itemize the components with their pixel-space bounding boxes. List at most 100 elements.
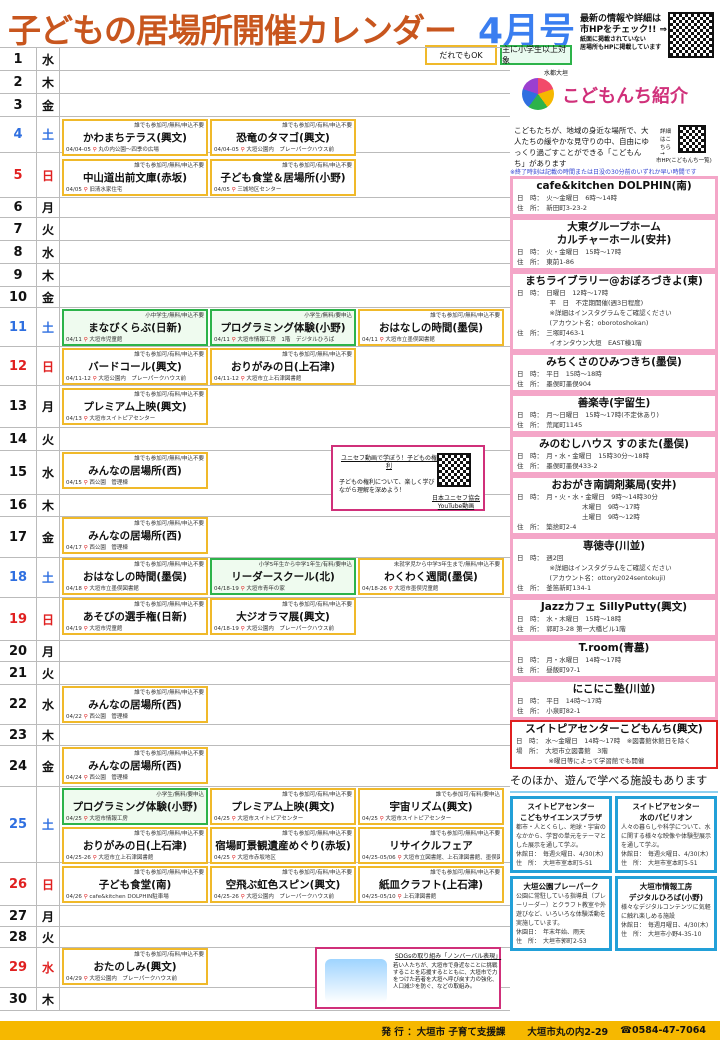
event-title: みんなの居場所(西) xyxy=(88,760,182,772)
weekday: 木 xyxy=(37,264,60,286)
event-card[interactable]: 誰でも参加可/無料/申込不要あそびの選手権(日新)04/19 ⚲ 大垣市児童館 xyxy=(62,598,208,635)
facility-info: 日 時： 水・木曜日 15時～18時 住 所： 郭町3-28 第一大橋ビル1階 xyxy=(517,615,626,633)
event-tag: 誰でも参加可/無料/申込不要 xyxy=(134,521,204,527)
footer: 発 行 ：大垣市 子育て支援課 大垣市丸の内2-29 ☎0584-47-7064 xyxy=(0,1021,720,1040)
event-place: 三城地区センター xyxy=(237,187,282,193)
weekday: 木 xyxy=(37,495,60,516)
event-tag: 誰でも参加可/無料/申込不要 xyxy=(134,751,204,757)
location-pin-icon: ⚲ xyxy=(397,855,402,861)
location-pin-icon: ⚲ xyxy=(397,894,402,900)
sdgs-ad[interactable]: SDGsの取り組み「ノンバーバル表現」 若い人たちが、大垣市で身近なことに挑戦す… xyxy=(315,947,501,1009)
event-date: 04/25-05/06 xyxy=(362,855,396,861)
qr-code-icon[interactable] xyxy=(437,453,471,487)
event-card[interactable]: 誰でも参加可/有料/申込不要プレミアム上映(興文)04/13 ⚲ 大垣市スイトピ… xyxy=(62,388,208,425)
event-card[interactable]: 誰でも参加可/有料/要申込宇宙リズム(興文)04/25 ⚲ 大垣市スイトピアセン… xyxy=(358,788,504,825)
day-number: 2 xyxy=(0,71,37,93)
event-date: 04/05 xyxy=(66,187,82,193)
day-number: 11 xyxy=(0,308,37,346)
event-title: 子ども食堂(南) xyxy=(98,879,172,891)
ad-title[interactable]: ユニセフ動画で学ぼう！子どもの権利 xyxy=(340,455,437,470)
facility-card: おおがき南調剤薬局(安井)日 時： 月・火・水・金曜日 9時～14時30分 木曜… xyxy=(510,475,718,536)
event-card[interactable]: 誰でも参加可/無料/申込不要おはなしの時間(墨俣)04/18 ⚲ 大垣市立墨俣図… xyxy=(62,558,208,595)
event-card[interactable]: 誰でも参加可/無料/申込不要おはなしの時間(墨俣)04/11 ⚲ 大垣市立墨俣図… xyxy=(358,309,504,346)
location-pin-icon: ⚲ xyxy=(83,480,88,486)
event-card[interactable]: 誰でも参加可/無料/申込不要紙皿クラフト(上石津)04/25-05/10 ⚲ 上… xyxy=(358,866,504,903)
event-date: 04/24 xyxy=(66,775,82,781)
event-card[interactable]: 誰でも参加可/無料/申込不要子ども食堂(南)04/26 ⚲ cafe&kitch… xyxy=(62,866,208,903)
facility-info: 日 時： 月・火・水・金曜日 9時～14時30分 木曜日 9時～17時 土曜日 … xyxy=(517,493,658,531)
event-card[interactable]: 小中学生/無料/申込不要まなびくらぶ(日新)04/11 ⚲ 大垣市児童館 xyxy=(62,309,208,346)
event-title: 子ども食堂＆居場所(小野) xyxy=(220,172,346,184)
day-number: 28 xyxy=(0,927,37,947)
ad-title[interactable]: SDGsの取り組み「ノンバーバル表現」 xyxy=(395,953,502,960)
facility-name: 専徳寺(川並) xyxy=(582,540,646,552)
day-number: 15 xyxy=(0,451,37,494)
unicef-ad[interactable]: ユニセフ動画で学ぼう！子どもの権利 子どもの権利について、楽しく学びながら理解を… xyxy=(331,445,485,511)
event-card[interactable]: 誰でも参加可/有料/申込不要空飛ぶ虹色スピン(興文)04/25-26 ⚲ 大垣公… xyxy=(210,866,356,903)
event-card[interactable]: 誰でも参加可/有料/申込不要バードコール(興文)04/11-12 ⚲ 大垣公園内… xyxy=(62,348,208,385)
event-place: 大垣市立墨俣図書館 xyxy=(89,586,139,592)
hp-link[interactable]: 市HPをチェック!! ⇒ xyxy=(580,25,668,35)
event-card[interactable]: 誰でも参加可/無料/申込不要みんなの居場所(西)04/24 ⚲ 西公園 管理棟 xyxy=(62,747,208,784)
event-tag: 誰でも参加可/無料/申込不要 xyxy=(282,352,352,358)
facility-name: 大東グループホーム カルチャーホール(安井) xyxy=(556,221,672,246)
weekday: 火 xyxy=(37,428,60,450)
event-card[interactable]: 小学5年生から中学1年生/有料/要申込リーダースクール(北)04/18-19 ⚲… xyxy=(210,558,356,595)
facility-card: T.room(青墓)日 時： 月・水曜日 14時～17時 住 所： 昼飯町97-… xyxy=(510,638,718,679)
event-card[interactable]: 小学生/無料/要申込プログラミング体験(小野)04/11 ⚲ 大垣市情報工房 1… xyxy=(210,309,356,346)
other-facility-card: 大垣市情報工房 デジタルひろば(小野)様々なデジタルコンテンツに気軽に触れ楽しめ… xyxy=(615,876,717,951)
day-number: 20 xyxy=(0,641,37,661)
event-card[interactable]: 誰でも参加可/無料/申込不要みんなの居場所(西)04/15 ⚲ 西公園 管理棟 xyxy=(62,452,208,489)
event-card[interactable]: 誰でも参加可/無料/申込不要おりがみの日(上石津)04/11-12 ⚲ 大垣市立… xyxy=(210,348,356,385)
day-number: 14 xyxy=(0,428,37,450)
event-place: 大垣市墨俣児童館 xyxy=(394,586,439,592)
event-card[interactable]: 誰でも参加可/無料/申込不要みんなの居場所(西)04/22 ⚲ 西公園 管理棟 xyxy=(62,686,208,723)
event-card[interactable]: 誰でも参加可/無料/申込不要みんなの居場所(西)04/17 ⚲ 西公園 管理棟 xyxy=(62,517,208,554)
event-tag: 誰でも参加可/無料/申込不要 xyxy=(430,870,500,876)
event-card[interactable]: 誰でも参加可/無料/申込不要おりがみの日(上石津)04/25-26 ⚲ 大垣市立… xyxy=(62,827,208,864)
event-place: 旧清水家住宅 xyxy=(89,187,123,193)
event-card[interactable]: 未就学児から中学3年生まで/無料/申込不要わくわく週間(墨俣)04/18-26 … xyxy=(358,558,504,595)
event-meta: 04/15 ⚲ 西公園 管理棟 xyxy=(66,478,204,486)
event-card[interactable]: 小学生/無料/要申込プログラミング体験(小野)04/25 ⚲ 大垣市情報工房 xyxy=(62,788,208,825)
event-title: 宿場町景観遺産めぐり(赤坂) xyxy=(215,840,351,852)
event-meta: 04/22 ⚲ 西公園 管理棟 xyxy=(66,712,204,720)
event-place: 西公園 管理棟 xyxy=(89,775,128,781)
facility-name: T.room(青墓) xyxy=(578,642,650,654)
event-card[interactable]: 誰でも参加可/有料/申込不要子ども食堂＆居場所(小野)04/05 ⚲ 三城地区セ… xyxy=(210,159,356,196)
weekday: 月 xyxy=(37,641,60,661)
legend-elementary: 主に小学生以上対象 xyxy=(500,45,572,65)
event-tag: 小中学生/無料/申込不要 xyxy=(145,313,204,319)
qr-code-icon[interactable] xyxy=(668,12,714,58)
weekday: 水 xyxy=(37,451,60,494)
facility-desc: 様々なデジタルコンテンツに気軽に触れ楽しめる施設 xyxy=(621,904,711,920)
event-card[interactable]: 誰でも参加可/無料/申込不要宿場町景観遺産めぐり(赤坂)04/25 ⚲ 大垣市赤… xyxy=(210,827,356,864)
event-title: 宇宙リズム(興文) xyxy=(389,801,473,813)
event-card[interactable]: 誰でも参加可/有料/申込不要おたのしみ(興文)04/29 ⚲ 大垣公園内 プレー… xyxy=(62,948,208,985)
facility-info: 日 時： 週2回 ※詳細はインスタグラムをご確認ください (アカウント名：ott… xyxy=(517,554,672,592)
event-card[interactable]: 誰でも参加可/有料/申込不要恐竜のタマゴ(興文)04/04-05 ⚲ 大垣公園内… xyxy=(210,119,356,156)
weekday: 月 xyxy=(37,906,60,926)
event-card[interactable]: 誰でも参加可/有料/申込不要大ジオラマ展(興文)04/18-19 ⚲ 大垣公園内… xyxy=(210,598,356,635)
event-card[interactable]: 誰でも参加可/無料/申込不要かわまちテラス(興文)04/04-05 ⚲ 丸の内公… xyxy=(62,119,208,156)
facility-card: 大東グループホーム カルチャーホール(安井)日 時： 火・金曜日 15時～17時… xyxy=(510,217,718,271)
weekday: 木 xyxy=(37,71,60,93)
event-card[interactable]: 誰でも参加可/無料/申込不要中山道出前文庫(赤坂)04/05 ⚲ 旧清水家住宅 xyxy=(62,159,208,196)
event-tag: 誰でも参加可/無料/申込不要 xyxy=(134,123,204,129)
event-card[interactable]: 誰でも参加可/有料/申込不要プレミアム上映(興文)04/25 ⚲ 大垣市スイトピ… xyxy=(210,788,356,825)
flower-logo-icon xyxy=(522,78,554,110)
other-facility-card: 大垣公園プレーパーク公園に常駐している指導員（プレーリーダー）とクラフト教室や外… xyxy=(510,876,612,951)
ad-link[interactable]: 日本ユニセフ協会 YouTube動画 xyxy=(431,495,480,510)
qr-code-icon[interactable] xyxy=(678,125,706,153)
weekday: 火 xyxy=(37,662,60,684)
